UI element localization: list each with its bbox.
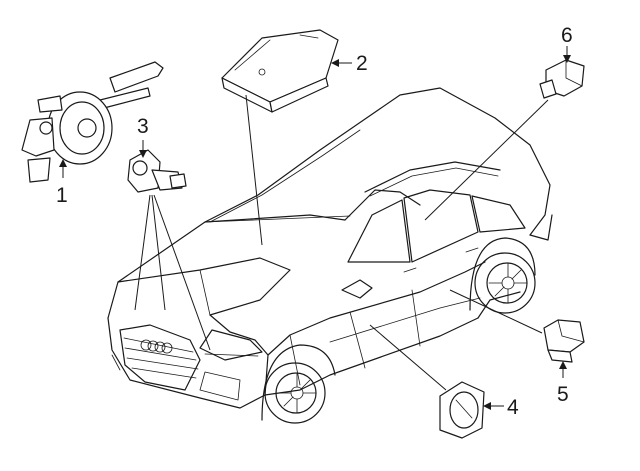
callout-4: 4 xyxy=(507,396,519,419)
front-sensor-part xyxy=(127,149,187,193)
steering-switch-part xyxy=(21,61,164,183)
callout-3: 3 xyxy=(137,115,149,138)
callout-6: 6 xyxy=(561,24,573,47)
callout-labels: 1 2 3 4 5 6 xyxy=(56,24,573,419)
callout-arrows xyxy=(59,46,571,410)
callout-1: 1 xyxy=(56,184,68,207)
upper-sensor-part xyxy=(539,59,585,99)
callout-5: 5 xyxy=(557,383,569,406)
leader-lines xyxy=(134,94,549,391)
door-sensor-part xyxy=(439,381,485,439)
callout-2: 2 xyxy=(356,52,368,75)
side-sensor-part xyxy=(543,319,585,363)
control-module-part xyxy=(221,29,339,113)
suv-body xyxy=(107,87,553,424)
